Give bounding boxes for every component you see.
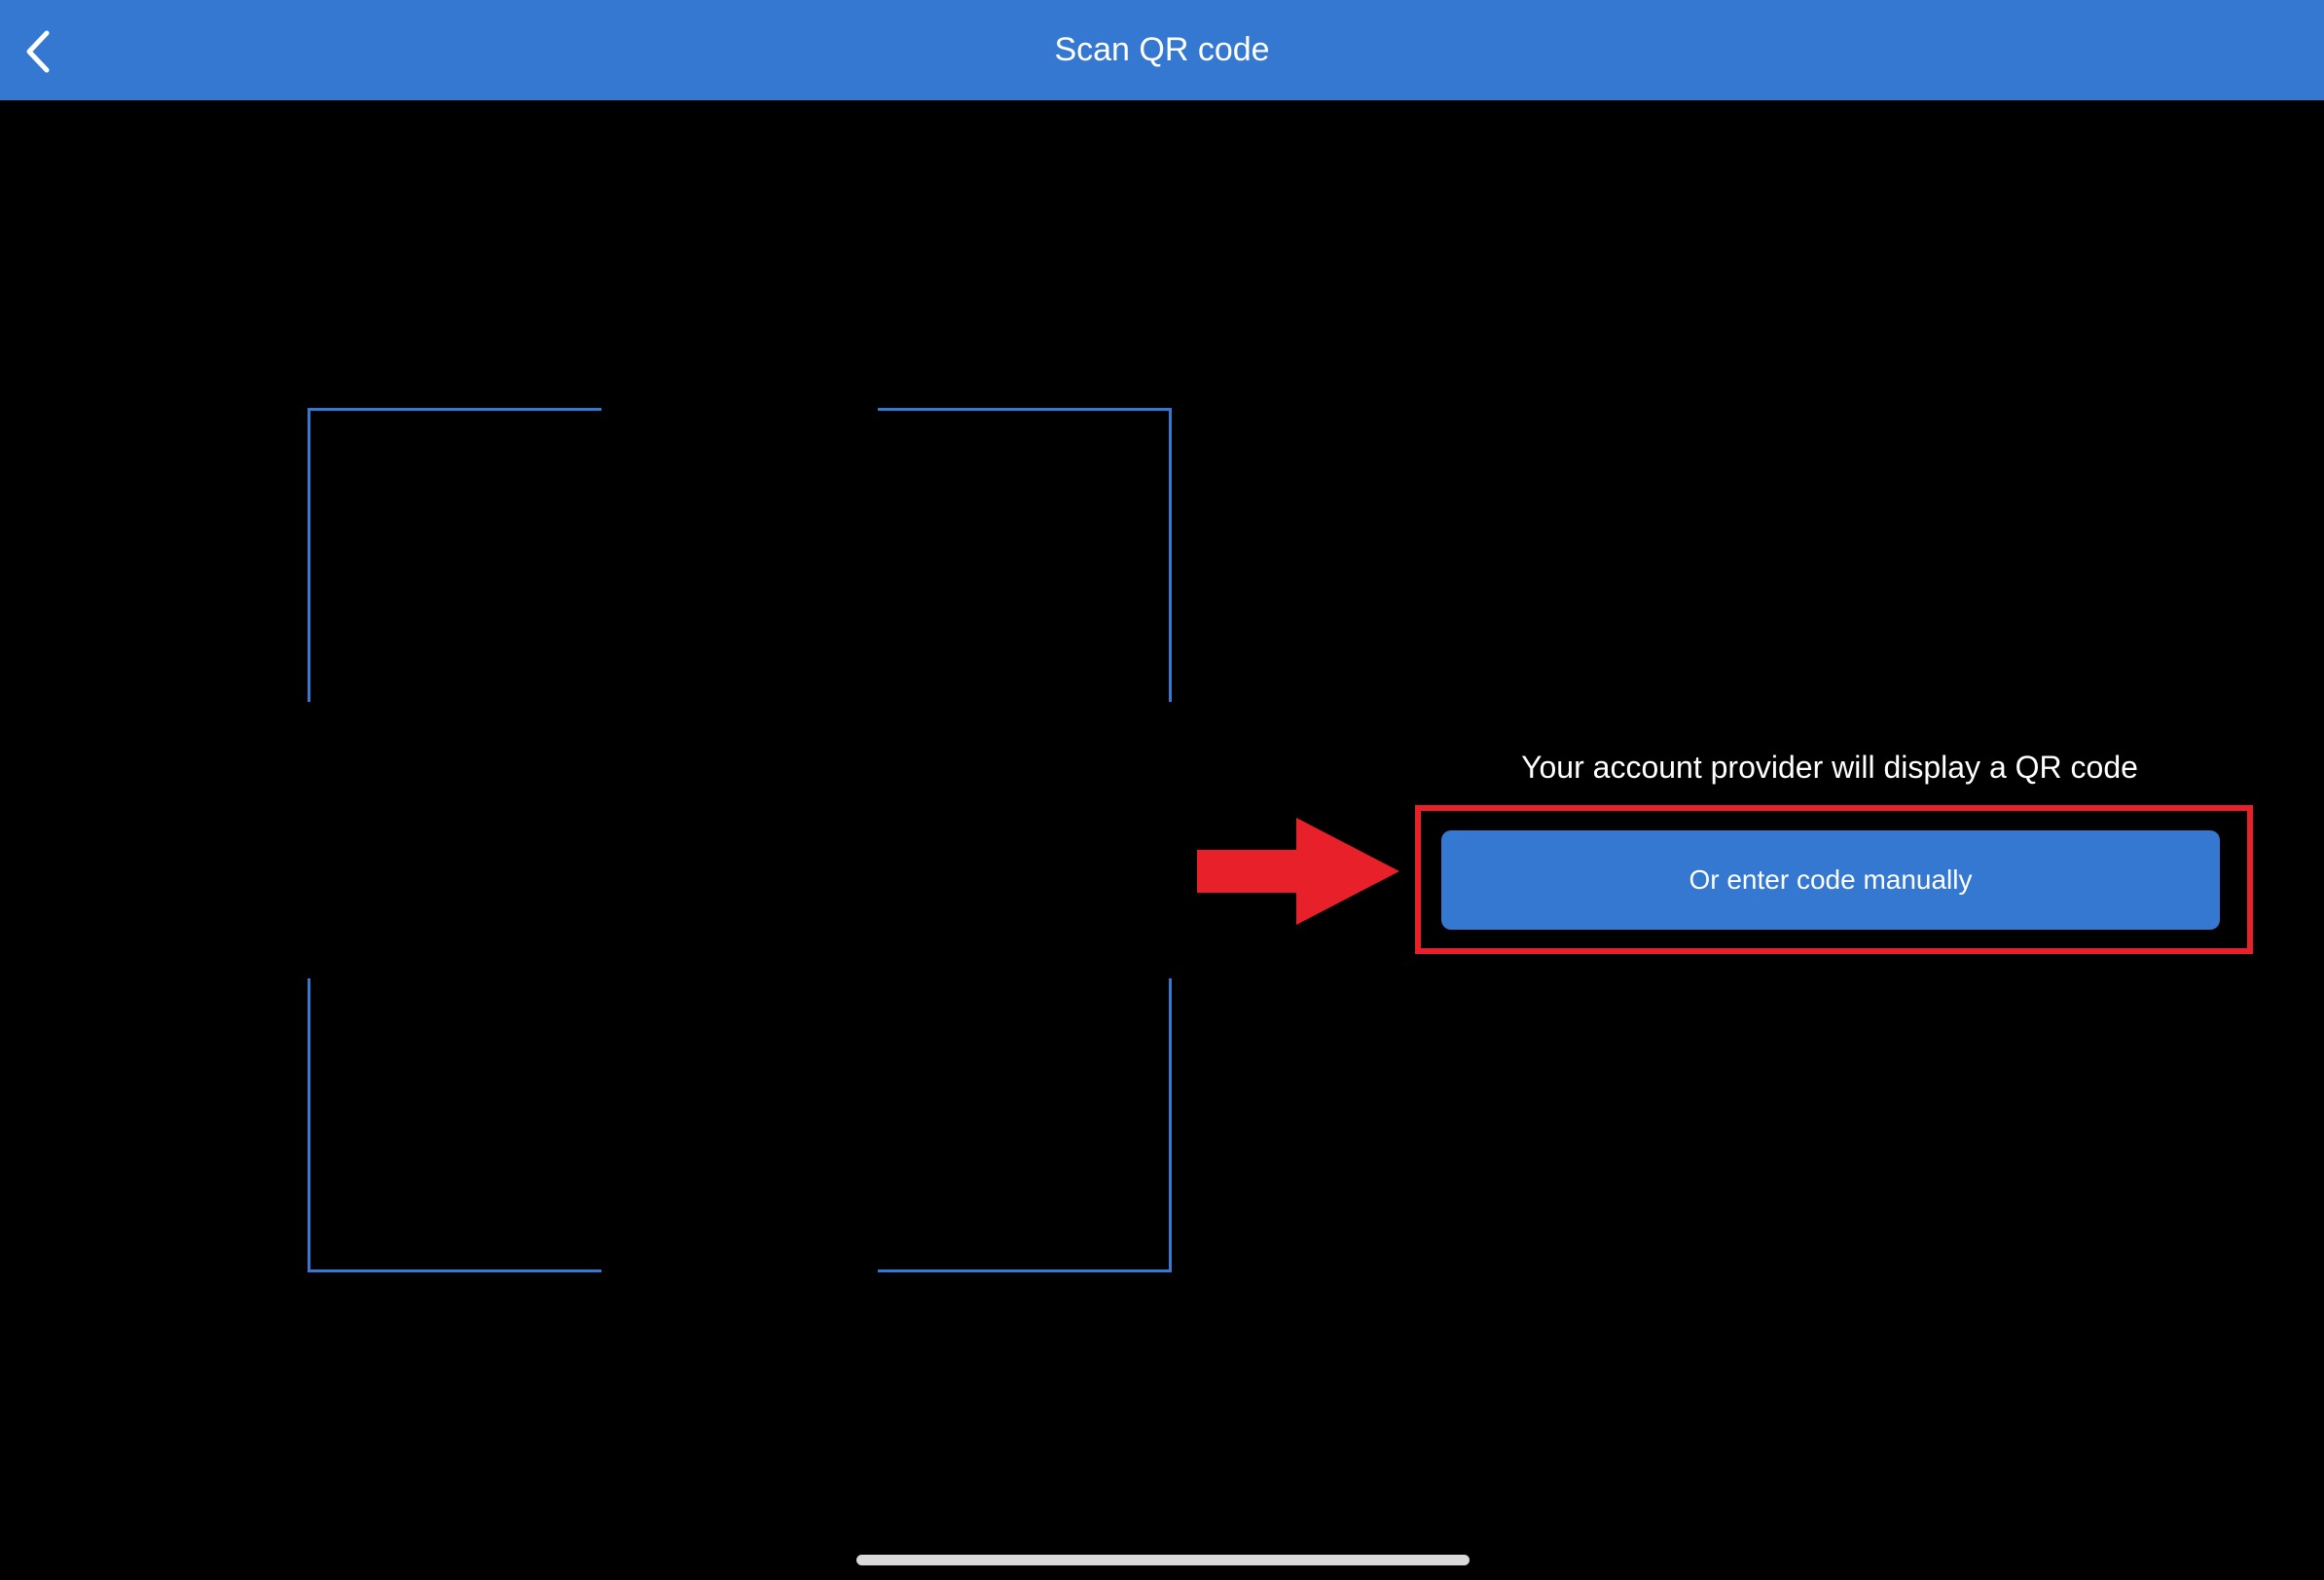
nav-bar: Scan QR code	[0, 0, 2324, 100]
back-button[interactable]	[14, 21, 76, 82]
viewfinder-corner-top-left	[308, 408, 601, 702]
scan-instruction-text: Your account provider will display a QR …	[1521, 750, 2138, 785]
page-title: Scan QR code	[1054, 31, 1270, 68]
enter-code-manually-button[interactable]: Or enter code manually	[1441, 830, 2220, 930]
arrow-right-icon	[1197, 818, 1399, 925]
viewfinder-corner-top-right	[878, 408, 1172, 702]
chevron-left-icon	[26, 30, 50, 73]
highlight-box	[1415, 805, 2253, 954]
qr-viewfinder	[308, 408, 1172, 1272]
viewfinder-corner-bottom-right	[878, 978, 1172, 1272]
viewfinder-corner-bottom-left	[308, 978, 601, 1272]
home-indicator[interactable]	[856, 1555, 1470, 1565]
